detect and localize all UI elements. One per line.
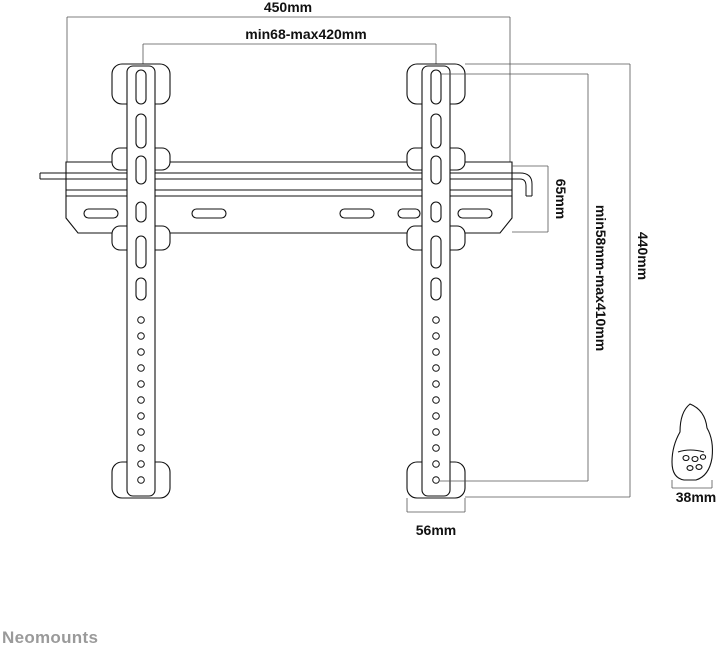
- overall-height-label: 440mm: [635, 232, 651, 280]
- brand-logo-text: Neomounts: [2, 628, 99, 647]
- right-arm-holes: [432, 316, 440, 484]
- arm-width-label: 56mm: [416, 522, 456, 538]
- dimension-overall-height: [465, 63, 631, 498]
- left-arm-holes: [137, 316, 145, 484]
- dimension-rail-height: [512, 165, 549, 233]
- rail-height-label: 65mm: [553, 179, 569, 219]
- depth-label: 38mm: [676, 489, 716, 505]
- dimension-depth: [671, 480, 713, 489]
- right-vertical-arm: [406, 63, 466, 499]
- overall-width-label: 450mm: [264, 0, 312, 15]
- hole-span-vertical-label: min58mm-max410mm: [593, 205, 609, 351]
- dimension-hole-span-vertical: [440, 73, 589, 482]
- horizontal-rail: [65, 161, 513, 234]
- hole-span-horizontal-label: min68-max420mm: [245, 26, 366, 42]
- dimension-arm-width: [406, 498, 466, 513]
- dimension-overall-width: [66, 16, 511, 180]
- side-profile: [671, 403, 713, 481]
- dimension-hole-span-horizontal: [142, 43, 437, 75]
